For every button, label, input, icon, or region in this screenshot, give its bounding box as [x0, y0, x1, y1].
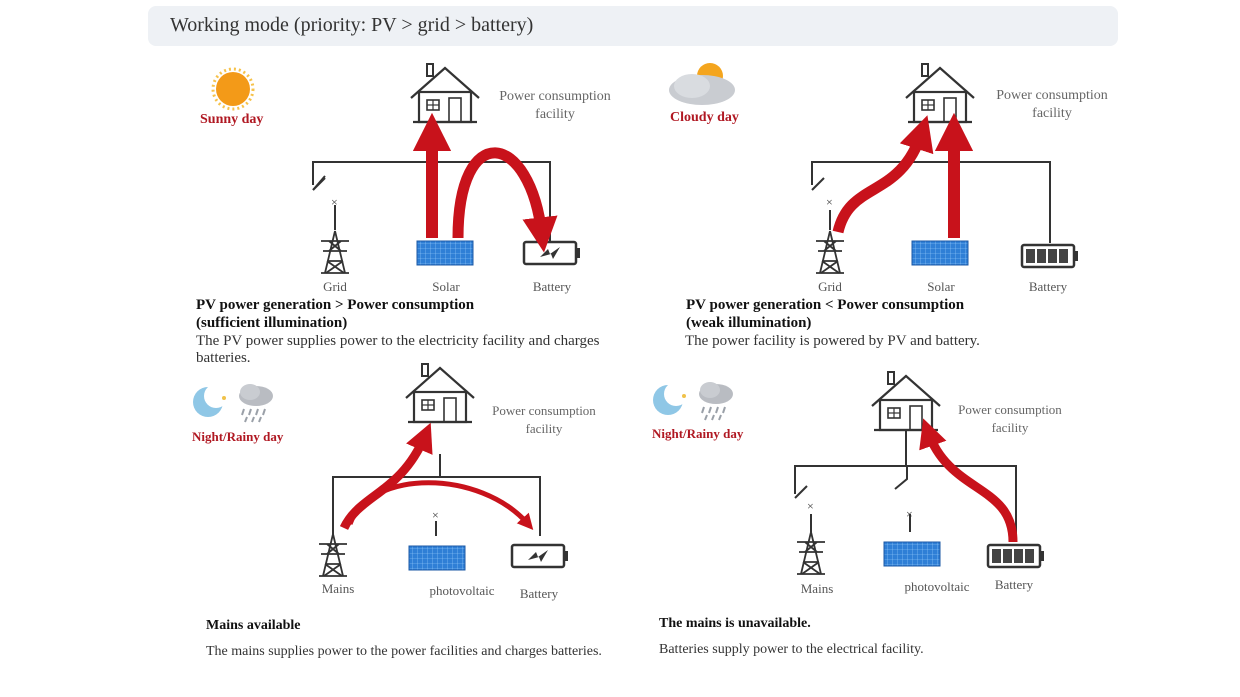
- house-icon: [870, 370, 942, 432]
- battery-icon: [510, 543, 570, 569]
- battery-icon: [522, 240, 582, 266]
- facility-label-line2: facility: [525, 421, 563, 436]
- weather-label: Cloudy day: [670, 110, 739, 125]
- facility-label-line2: facility: [535, 107, 575, 122]
- house-icon: [409, 62, 481, 124]
- diagram-night-battery: × ×: [653, 370, 1046, 575]
- rain-cloud-icon: [699, 382, 733, 421]
- arrow-icon: [347, 480, 534, 531]
- source-battery-label: Battery: [994, 577, 1034, 592]
- panel-heading-line2: (weak illumination): [686, 315, 812, 331]
- facility-label-line1: Power consumption: [499, 89, 611, 104]
- solar-panel-icon: [883, 541, 941, 567]
- house-icon: [904, 62, 976, 124]
- panel-night-mains: × Night/Rainy day Power consumption faci…: [150, 362, 710, 694]
- panel-description: The power facility is powered by PV and …: [685, 333, 980, 349]
- facility-label: Power consumption facility: [982, 87, 1122, 123]
- panel-heading-line1: PV power generation > Power consumption: [196, 297, 475, 313]
- moon-icon: [193, 384, 228, 417]
- page-title: Working mode (priority: PV > grid > batt…: [170, 14, 534, 36]
- breaker-x-icon: ×: [331, 195, 338, 209]
- source-solar-label: Solar: [432, 279, 460, 294]
- panel-description: The mains supplies power to the power fa…: [206, 644, 602, 659]
- weather-label: Sunny day: [200, 112, 264, 127]
- cloud-sun-icon: [669, 63, 735, 105]
- panel-heading-line2: (sufficient illumination): [196, 315, 348, 331]
- pylon-icon: [318, 533, 348, 577]
- facility-label-line2: facility: [1032, 106, 1072, 121]
- source-grid-label: Grid: [323, 279, 347, 294]
- switch-icon: [894, 466, 908, 490]
- panel-sunny-day: × Sunny day Power consumption facility G…: [150, 60, 710, 380]
- battery-icon: [1020, 243, 1080, 269]
- weather-label: Night/Rainy day: [192, 429, 284, 444]
- pylon-icon: [815, 230, 845, 274]
- header-bar: Working mode (priority: PV > grid > batt…: [148, 6, 1118, 46]
- facility-label-line1: Power consumption: [958, 402, 1062, 417]
- switch-icon: [794, 485, 808, 499]
- source-mains-label: Mains: [321, 581, 355, 596]
- breaker-x-icon: ×: [906, 507, 913, 521]
- panel-description: The PV power supplies power to the elect…: [196, 333, 600, 366]
- facility-label-line2: facility: [991, 420, 1029, 435]
- source-photovoltaic-label: photovoltaic: [904, 579, 970, 594]
- arrow-icon: [452, 147, 558, 253]
- arrow-icon: [919, 418, 1018, 543]
- pylon-icon: [796, 531, 826, 575]
- source-battery-label: Battery: [1028, 279, 1068, 294]
- panel-description: Batteries supply power to the electrical…: [659, 642, 924, 657]
- diagram-night-mains: ×: [193, 362, 570, 577]
- source-battery-label: Battery: [532, 279, 572, 294]
- battery-icon: [986, 543, 1046, 569]
- solar-panel-icon: [416, 240, 474, 266]
- panel-heading-line1: PV power generation < Power consumption: [686, 297, 965, 313]
- source-mains-label: Mains: [800, 581, 834, 596]
- arrow-icon: [832, 115, 934, 234]
- panel-night-battery: × × Night/Rainy day Power consumption fa…: [620, 370, 1180, 694]
- source-grid-label: Grid: [818, 279, 842, 294]
- breaker-x-icon: ×: [807, 499, 814, 513]
- facility-label-line1: Power consumption: [492, 403, 596, 418]
- rain-cloud-icon: [239, 384, 273, 423]
- solar-panel-icon: [911, 240, 969, 266]
- source-battery-label: Battery: [519, 586, 559, 601]
- panel-cloudy-day: × Cloudy day Power consumption facility …: [640, 60, 1200, 380]
- facility-label: Power consumption facility: [940, 401, 1080, 437]
- diagram-sunny: ×: [211, 62, 582, 274]
- panel-heading: The mains is unavailable.: [659, 616, 811, 631]
- sun-icon: [211, 67, 255, 111]
- solar-panel-icon: [408, 545, 466, 571]
- facility-label: Power consumption facility: [485, 88, 625, 124]
- weather-label: Night/Rainy day: [652, 426, 744, 441]
- facility-label-line1: Power consumption: [996, 88, 1108, 103]
- breaker-x-icon: ×: [432, 508, 439, 522]
- breaker-x-icon: ×: [826, 195, 833, 209]
- diagram-cloudy: ×: [669, 62, 1080, 274]
- panel-heading: Mains available: [206, 618, 301, 633]
- source-photovoltaic-label: photovoltaic: [429, 583, 495, 598]
- facility-label: Power consumption facility: [474, 402, 614, 438]
- source-solar-label: Solar: [927, 279, 955, 294]
- moon-icon: [653, 382, 688, 415]
- pylon-icon: [320, 230, 350, 274]
- switch-icon: [811, 177, 825, 191]
